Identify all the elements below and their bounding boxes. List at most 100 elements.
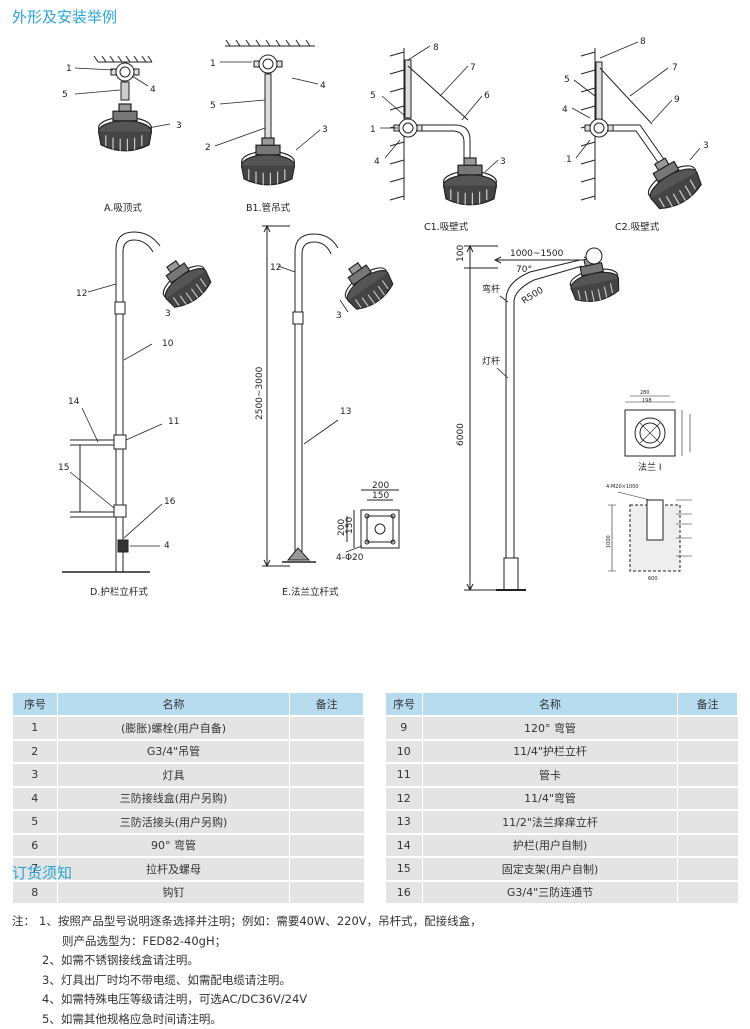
callout-d-16: 16 xyxy=(164,497,176,507)
row-name: (膨胀)螺栓(用户自备) xyxy=(57,716,289,740)
row-name: 三防活接头(用户另购) xyxy=(57,810,289,834)
row-no: 11 xyxy=(386,763,423,787)
dim-flange-h2: 150 xyxy=(345,517,355,534)
dim-e-height: 2500~3000 xyxy=(255,366,265,420)
caption-c2: C2.吸壁式 xyxy=(615,221,660,233)
callout-c1-1: 1 xyxy=(370,125,376,135)
callout-c2-1: 1 xyxy=(566,155,572,165)
label-bend: 弯杆 xyxy=(482,283,500,295)
row-name: 钩钉 xyxy=(57,881,289,904)
row-name: G3/4"三防连通节 xyxy=(422,881,677,904)
callout-c2-7: 7 xyxy=(672,63,678,73)
callout-c2-3: 3 xyxy=(703,141,709,151)
row-name: 11/4"护栏立杆 xyxy=(422,740,677,764)
callout-e-12: 12 xyxy=(270,263,281,273)
row-remark xyxy=(678,716,738,740)
callout-c2-9: 9 xyxy=(674,95,680,105)
table-header: 序号 名称 备注 xyxy=(13,693,364,717)
drawing-b1 xyxy=(215,40,320,185)
label-flange-i: 法兰 I xyxy=(638,461,662,473)
row-remark xyxy=(678,787,738,811)
callout-b-2: 2 xyxy=(205,143,211,153)
callout-d-10: 10 xyxy=(162,339,174,349)
row-no: 15 xyxy=(386,857,423,881)
drawing-c2 xyxy=(572,42,706,215)
dim-pole-angle: 70° xyxy=(516,265,532,275)
row-no: 1 xyxy=(13,716,58,740)
table-header: 序号 名称 备注 xyxy=(386,693,738,717)
row-remark xyxy=(290,857,364,881)
dim-pole-radius: R500 xyxy=(520,286,545,307)
table-row: 1(膨胀)螺栓(用户自备) xyxy=(13,716,364,740)
row-remark xyxy=(290,787,364,811)
row-no: 13 xyxy=(386,810,423,834)
drawing-d xyxy=(62,232,216,572)
callout-d-15: 15 xyxy=(58,463,69,473)
callout-c1-3: 3 xyxy=(500,157,506,167)
row-no: 14 xyxy=(386,834,423,858)
installation-drawings: 1 5 4 3 1 5 2 4 3 8 7 6 5 1 4 3 8 7 9 5 … xyxy=(0,0,750,680)
row-no: 16 xyxy=(386,881,423,904)
row-remark xyxy=(678,810,738,834)
label-pole: 灯杆 xyxy=(482,355,500,367)
callout-c1-7: 7 xyxy=(470,63,476,73)
dim-flange-d2: 198 xyxy=(642,398,652,404)
note-item: 1、按照产品型号说明逐条选择并注明；例如：需要40W、220V，吊杆式，配接线盒… xyxy=(35,914,482,928)
row-no: 5 xyxy=(13,810,58,834)
row-remark xyxy=(678,740,738,764)
callout-c2-8: 8 xyxy=(640,37,646,47)
callout-a-4: 4 xyxy=(150,85,156,95)
row-remark xyxy=(290,763,364,787)
dim-pole-top: 100 xyxy=(456,245,466,262)
row-name: G3/4"吊管 xyxy=(57,740,289,764)
header-remark: 备注 xyxy=(678,693,738,717)
note-item: 5、如需其他规格应急时间请注明。 xyxy=(12,1010,482,1029)
callout-c2-4: 4 xyxy=(562,105,568,115)
callout-d-4: 4 xyxy=(164,541,170,551)
drawing-c1 xyxy=(380,46,498,205)
drawing-e xyxy=(262,226,399,566)
row-name: 三防接线盒(用户另购) xyxy=(57,787,289,811)
row-remark xyxy=(290,881,364,904)
callout-b-5: 5 xyxy=(210,101,216,111)
row-remark xyxy=(290,716,364,740)
row-no: 3 xyxy=(13,763,58,787)
callout-d-12: 12 xyxy=(76,289,87,299)
dim-flange-d1: 280 xyxy=(640,390,650,396)
callout-e-13: 13 xyxy=(340,407,351,417)
callout-c2-5: 5 xyxy=(564,75,570,85)
header-remark: 备注 xyxy=(290,693,364,717)
row-remark xyxy=(678,857,738,881)
dim-foundation-h: 1000 xyxy=(606,535,612,548)
header-no: 序号 xyxy=(13,693,58,717)
row-name: 90° 弯管 xyxy=(57,834,289,858)
row-no: 12 xyxy=(386,787,423,811)
row-no: 4 xyxy=(13,787,58,811)
row-no: 10 xyxy=(386,740,423,764)
caption-c1: C1.吸壁式 xyxy=(424,221,469,233)
callout-a-3: 3 xyxy=(176,121,182,131)
row-remark xyxy=(678,834,738,858)
ordering-title: 订货须知 xyxy=(12,862,72,883)
row-no: 9 xyxy=(386,716,423,740)
header-no: 序号 xyxy=(386,693,423,717)
note-item: 4、如需特殊电压等级请注明，可选AC/DC36V/24V xyxy=(12,990,482,1010)
callout-b-3: 3 xyxy=(322,125,328,135)
callout-d-14: 14 xyxy=(68,397,80,407)
callout-e-3: 3 xyxy=(336,311,342,321)
row-name: 11/4"弯管 xyxy=(422,787,677,811)
note-row-1: 注：1、按照产品型号说明逐条选择并注明；例如：需要40W、220V，吊杆式，配接… xyxy=(12,912,482,932)
caption-b1: B1.管吊式 xyxy=(246,202,291,214)
note-item: 2、如需不锈钢接线盒请注明。 xyxy=(12,951,482,971)
callout-d-11: 11 xyxy=(168,417,179,427)
dim-flange-holes: 4-Φ20 xyxy=(336,553,364,563)
